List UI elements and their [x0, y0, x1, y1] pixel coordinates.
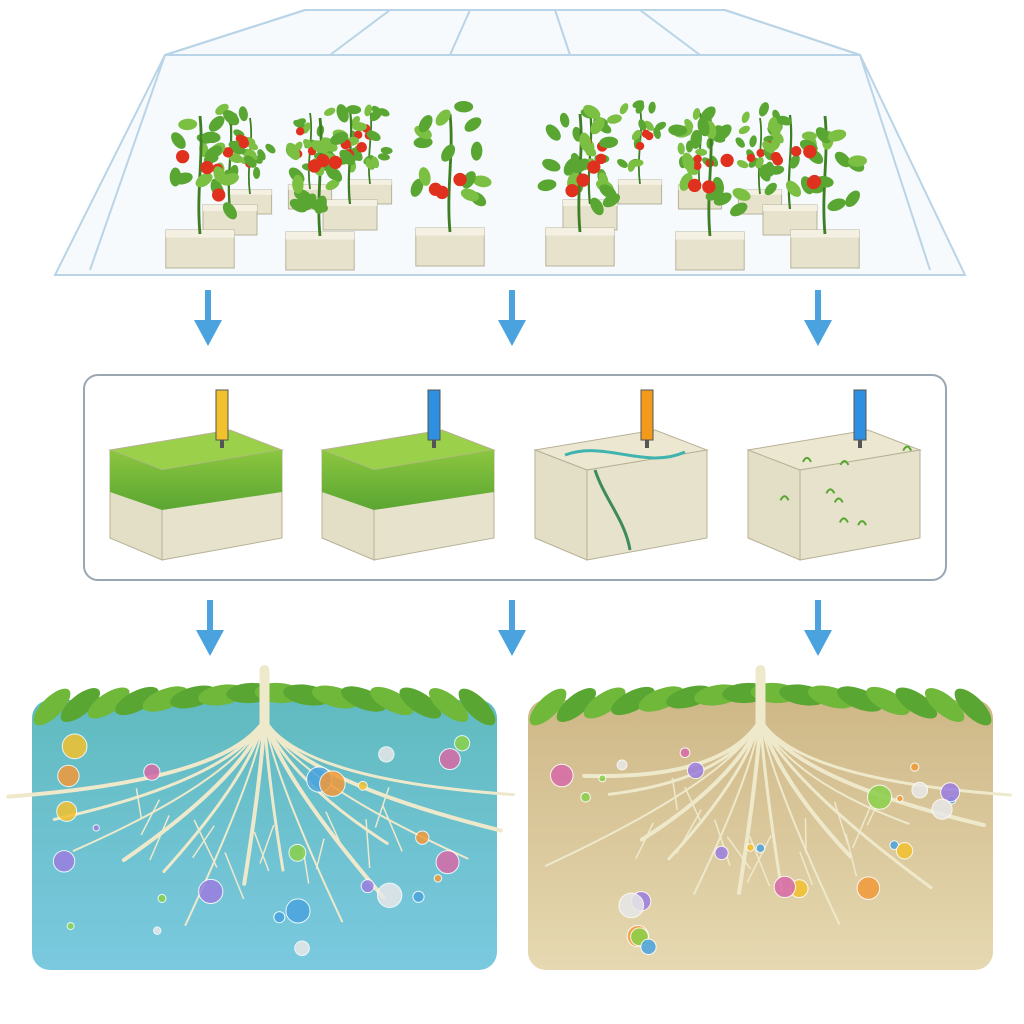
soil-root-zone	[528, 665, 1012, 970]
water-root-zone	[6, 665, 515, 970]
substrate-block-2	[320, 389, 496, 561]
nutrient-particles	[52, 733, 471, 956]
root-zones	[6, 665, 1012, 970]
down-arrow-icon	[498, 600, 526, 656]
down-arrow-icon	[498, 290, 526, 346]
arrows-row-bottom	[196, 600, 832, 656]
tomato-plant-icon	[668, 106, 751, 271]
substrate-block-1	[108, 389, 284, 561]
sensor-probe-icon	[640, 389, 654, 448]
down-arrow-icon	[194, 290, 222, 346]
substrate-panel	[83, 374, 947, 581]
sensor-probe-icon	[427, 389, 441, 448]
substrate-block-4	[746, 389, 922, 561]
nutrient-particles	[550, 747, 961, 956]
sensor-probe-icon	[853, 389, 867, 448]
tomato-plant-icon	[785, 115, 867, 269]
down-arrow-icon	[804, 290, 832, 346]
tomato-plant-icon	[617, 100, 667, 205]
substrate-block-3	[533, 389, 709, 561]
tomato-plant-icon	[410, 100, 492, 267]
tomato-plant-icon	[285, 104, 356, 271]
substrate-blocks	[108, 389, 922, 561]
tomato-plant-icon	[165, 110, 240, 269]
arrows-row-top	[194, 290, 832, 346]
panel-frame	[83, 374, 947, 581]
tomato-plant-icon	[537, 104, 621, 267]
greenhouse-illustration	[53, 9, 967, 276]
down-arrow-icon	[804, 600, 832, 656]
down-arrow-icon	[196, 600, 224, 656]
leaf-canopy	[33, 682, 496, 726]
sensor-probe-icon	[215, 389, 229, 448]
tomato-rows	[165, 100, 867, 271]
tomato-plant-icon	[758, 102, 824, 236]
